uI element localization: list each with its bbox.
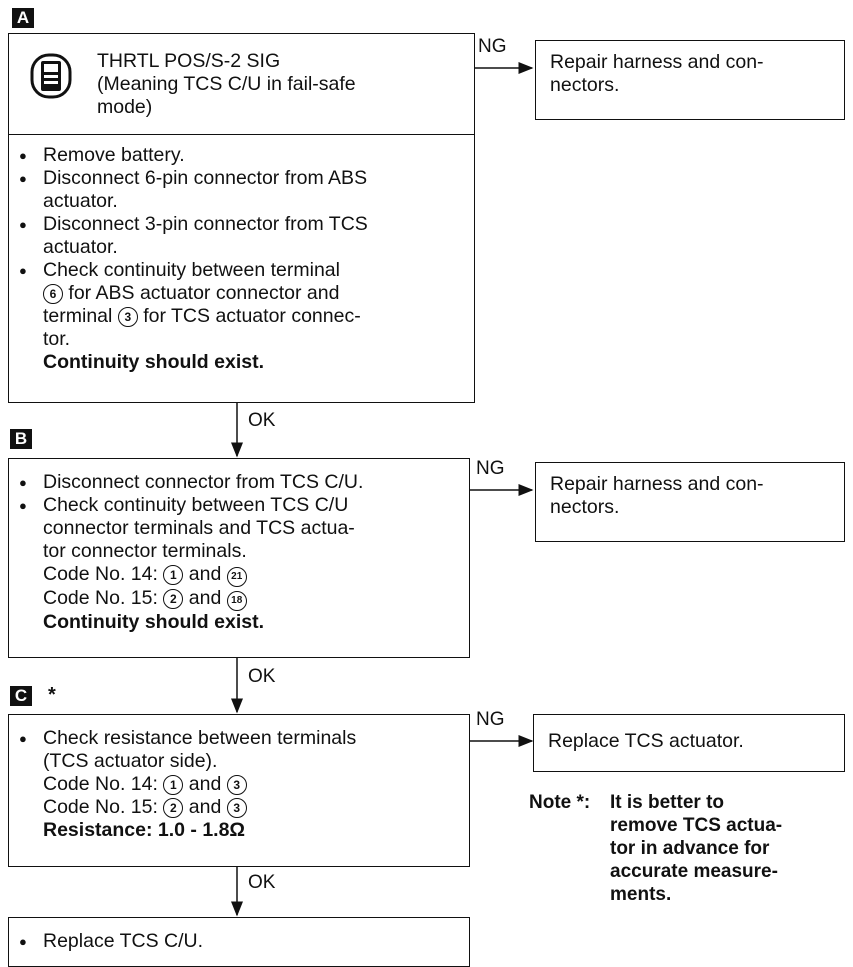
- step-a-title: THRTL POS/S-2 SIG (Meaning TCS C/U in fa…: [97, 50, 356, 119]
- terminal-number: 6: [43, 284, 63, 304]
- step-a-tag: A: [12, 8, 34, 28]
- code-label: Code No. 14:: [43, 563, 158, 585]
- step-b-ng-text: nectors.: [550, 496, 620, 518]
- step-a-ng-label: NG: [478, 36, 507, 57]
- step-a-item: Disconnect 6-pin connector from ABS actu…: [17, 167, 468, 213]
- step-a-item-text: actuator.: [43, 236, 118, 258]
- code-label: Code No. 15:: [43, 587, 158, 609]
- step-a-header: THRTL POS/S-2 SIG (Meaning TCS C/U in fa…: [9, 34, 474, 135]
- step-c-codes: Code No. 14: 1 and 3 Code No. 15: 2 and …: [17, 773, 461, 842]
- code-and: and: [188, 587, 222, 609]
- step-a-item-text: actuator.: [43, 190, 118, 212]
- step-b-item-text: connector terminals and TCS actua-: [43, 517, 355, 539]
- code-line: Code No. 15: 2 and 18: [43, 587, 461, 611]
- step-b-codes: Code No. 14: 1 and 21 Code No. 15: 2 and…: [17, 563, 461, 634]
- code-line: Code No. 14: 1 and 21: [43, 563, 461, 587]
- step-a-check-line: tor.: [43, 328, 71, 350]
- step-b-ok-label: OK: [248, 666, 276, 687]
- note-text: It is better to remove TCS actua- tor in…: [610, 791, 782, 906]
- step-a-ok-label: OK: [248, 410, 276, 431]
- step-a-ng-text: Repair harness and con-: [550, 51, 764, 73]
- step-b-item-text: tor connector terminals.: [43, 540, 247, 562]
- code-and: and: [188, 796, 222, 818]
- step-b-ng-text: Repair harness and con-: [550, 473, 764, 495]
- step-b-item: Check continuity between TCS C/U connect…: [17, 494, 461, 563]
- code-line: Code No. 15: 2 and 3: [43, 796, 461, 819]
- step-a-ng-box: Repair harness and con- nectors.: [535, 40, 845, 120]
- tester-icon: [29, 52, 73, 105]
- note-line: remove TCS actua-: [610, 815, 783, 836]
- step-a-title-line: (Meaning TCS C/U in fail-safe: [97, 73, 356, 95]
- step-a-check-line: Check continuity between terminal: [43, 259, 340, 281]
- note-line: ments.: [610, 884, 672, 905]
- step-a-ng-text: nectors.: [550, 74, 620, 96]
- step-a-check-text: terminal: [43, 305, 113, 327]
- step-a-box: THRTL POS/S-2 SIG (Meaning TCS C/U in fa…: [8, 33, 475, 403]
- step-a-check-text: for ABS actuator connector and: [68, 282, 340, 304]
- step-a-result: Continuity should exist.: [43, 351, 265, 373]
- step-a-item: Remove battery.: [17, 144, 468, 167]
- terminal-number: 2: [163, 589, 184, 609]
- code-label: Code No. 15:: [43, 796, 158, 818]
- step-a-title-line: THRTL POS/S-2 SIG: [97, 50, 281, 72]
- step-c-tag: C: [10, 686, 32, 706]
- step-c-box: Check resistance between terminals (TCS …: [8, 714, 470, 867]
- terminal-number: 21: [226, 567, 247, 587]
- terminal-number: 18: [226, 591, 247, 611]
- final-box: Replace TCS C/U.: [8, 917, 470, 967]
- terminal-number: 3: [226, 775, 247, 795]
- terminal-number: 1: [163, 775, 184, 795]
- step-c-ok-label: OK: [248, 872, 276, 893]
- step-c-ng-text: Replace TCS actuator.: [548, 730, 744, 752]
- step-c-result: Resistance: 1.0 - 1.8Ω: [43, 819, 246, 841]
- note-line: tor in advance for: [610, 838, 770, 859]
- step-b-ng-box: Repair harness and con- nectors.: [535, 462, 845, 542]
- code-and: and: [188, 773, 222, 795]
- step-c-item-text: Check resistance between terminals: [43, 727, 357, 749]
- step-b-result: Continuity should exist.: [43, 611, 265, 633]
- step-c-item-text: (TCS actuator side).: [43, 750, 218, 772]
- step-a-body: Remove battery. Disconnect 6-pin connect…: [17, 144, 468, 374]
- step-b-item-text: Disconnect connector from TCS C/U.: [43, 471, 364, 493]
- step-a-item: Disconnect 3-pin connector from TCS actu…: [17, 213, 468, 259]
- terminal-number: 3: [226, 798, 247, 818]
- step-c-item: Check resistance between terminals (TCS …: [17, 727, 461, 773]
- note-label: Note *:: [529, 792, 591, 813]
- step-a-item-text: Disconnect 6-pin connector from ABS: [43, 167, 368, 189]
- code-label: Code No. 14:: [43, 773, 158, 795]
- note-line: It is better to: [610, 792, 725, 813]
- step-b-item-text: Check continuity between TCS C/U: [43, 494, 349, 516]
- step-b-box: Disconnect connector from TCS C/U. Check…: [8, 458, 470, 658]
- code-and: and: [188, 563, 222, 585]
- terminal-number: 2: [163, 798, 184, 818]
- step-a-item-text: Remove battery.: [43, 144, 185, 166]
- step-b-tag: B: [10, 429, 32, 449]
- step-a-check-line: 6 for ABS actuator connector and: [43, 282, 468, 305]
- step-c-ng-label: NG: [476, 709, 505, 730]
- step-b-ng-label: NG: [476, 458, 505, 479]
- step-c-ng-box: Replace TCS actuator.: [533, 714, 845, 772]
- step-a-check-line: terminal 3 for TCS actuator connec-: [43, 305, 468, 328]
- step-a-title-line: mode): [97, 96, 153, 118]
- final-item: Replace TCS C/U.: [17, 930, 461, 953]
- final-item-text: Replace TCS C/U.: [43, 930, 204, 952]
- terminal-number: 3: [117, 307, 138, 327]
- step-a-check-text: for TCS actuator connec-: [143, 305, 361, 327]
- step-a-check-item: Check continuity between terminal 6 for …: [17, 259, 468, 351]
- note-line: accurate measure-: [610, 861, 778, 882]
- step-b-item: Disconnect connector from TCS C/U.: [17, 471, 461, 494]
- code-line: Code No. 14: 1 and 3: [43, 773, 461, 796]
- step-c-star: *: [48, 684, 56, 706]
- terminal-number: 1: [163, 565, 184, 585]
- step-a-item-text: Disconnect 3-pin connector from TCS: [43, 213, 368, 235]
